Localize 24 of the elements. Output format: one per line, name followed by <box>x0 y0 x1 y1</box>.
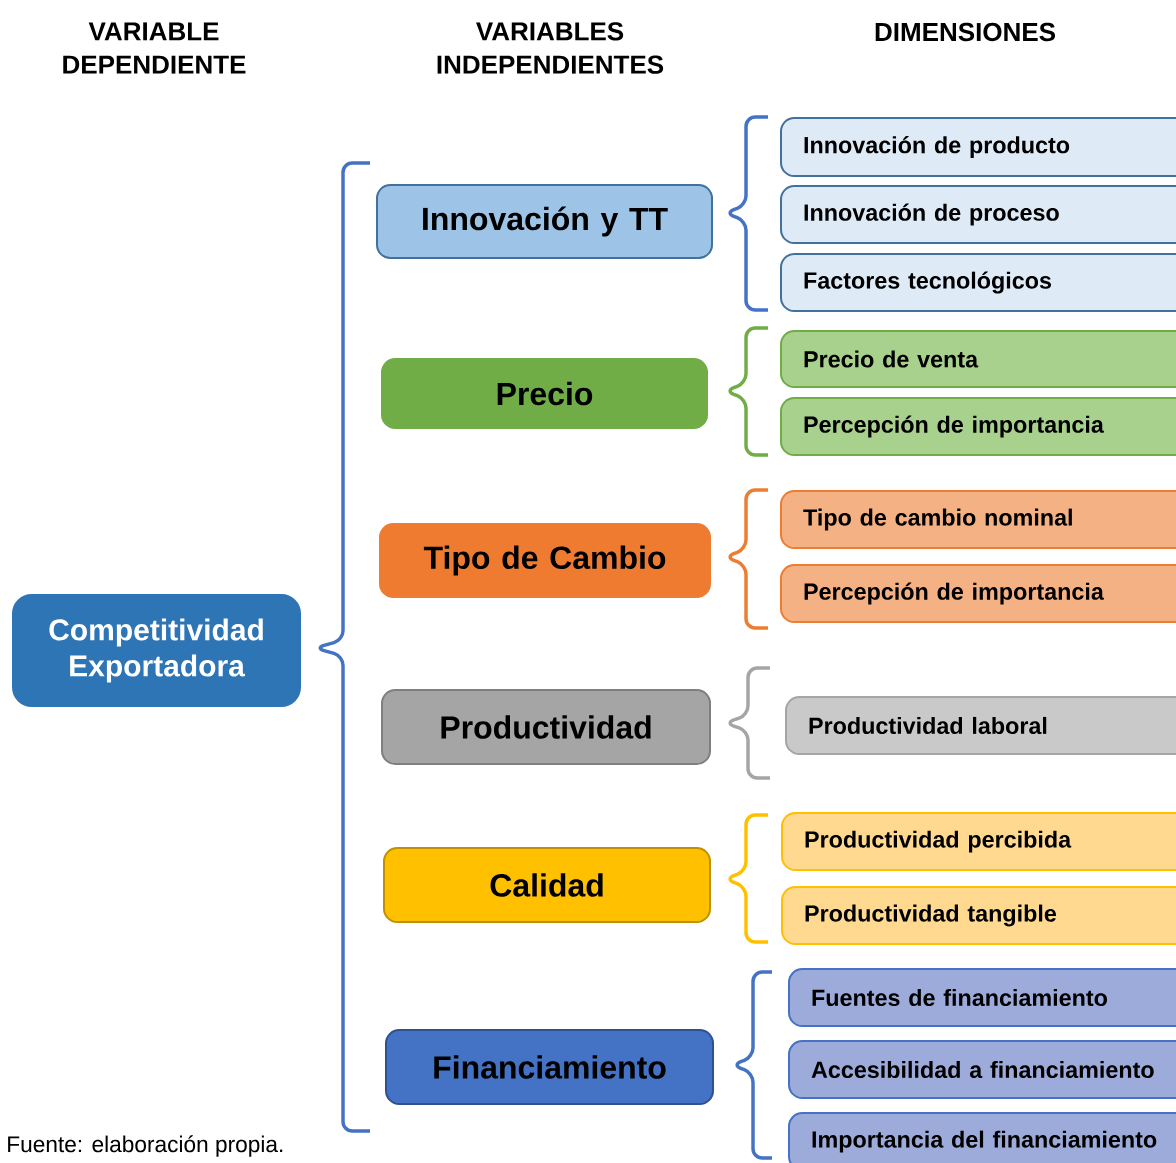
dimension-box: Importancia del financiamiento <box>788 1112 1176 1163</box>
variable-box: Competitividad Exportadora <box>12 594 301 707</box>
column-heading: VARIABLES INDEPENDIENTES <box>437 22 664 74</box>
variable-box: Productividad <box>381 689 711 765</box>
column-heading: DIMENSIONES <box>875 22 1055 42</box>
dimension-box: Innovación de producto <box>780 117 1176 177</box>
variable-box: Financiamiento <box>385 1029 714 1105</box>
column-heading: VARIABLE DEPENDIENTE <box>63 22 246 74</box>
dimension-box: Innovación de proceso <box>780 185 1176 244</box>
dimension-box: Percepción de importancia <box>780 397 1176 456</box>
dimension-box: Productividad laboral <box>785 696 1176 755</box>
dimension-box: Percepción de importancia <box>780 564 1176 623</box>
variable-box: Calidad <box>383 847 711 923</box>
source-note: Fuente: elaboración propia. <box>8 1135 283 1157</box>
dimension-box: Tipo de cambio nominal <box>780 490 1176 549</box>
variable-box: Precio <box>381 358 708 429</box>
dimension-box: Productividad tangible <box>781 886 1176 945</box>
variable-box: Tipo de Cambio <box>379 523 711 598</box>
dimension-box: Accesibilidad a financiamiento <box>788 1040 1176 1099</box>
dimension-box: Productividad percibida <box>781 812 1176 871</box>
dimension-box: Precio de venta <box>780 330 1176 388</box>
variable-box: Innovación y TT <box>376 184 713 259</box>
dimension-box: Factores tecnológicos <box>780 253 1176 312</box>
dimension-box: Fuentes de financiamiento <box>788 968 1176 1027</box>
